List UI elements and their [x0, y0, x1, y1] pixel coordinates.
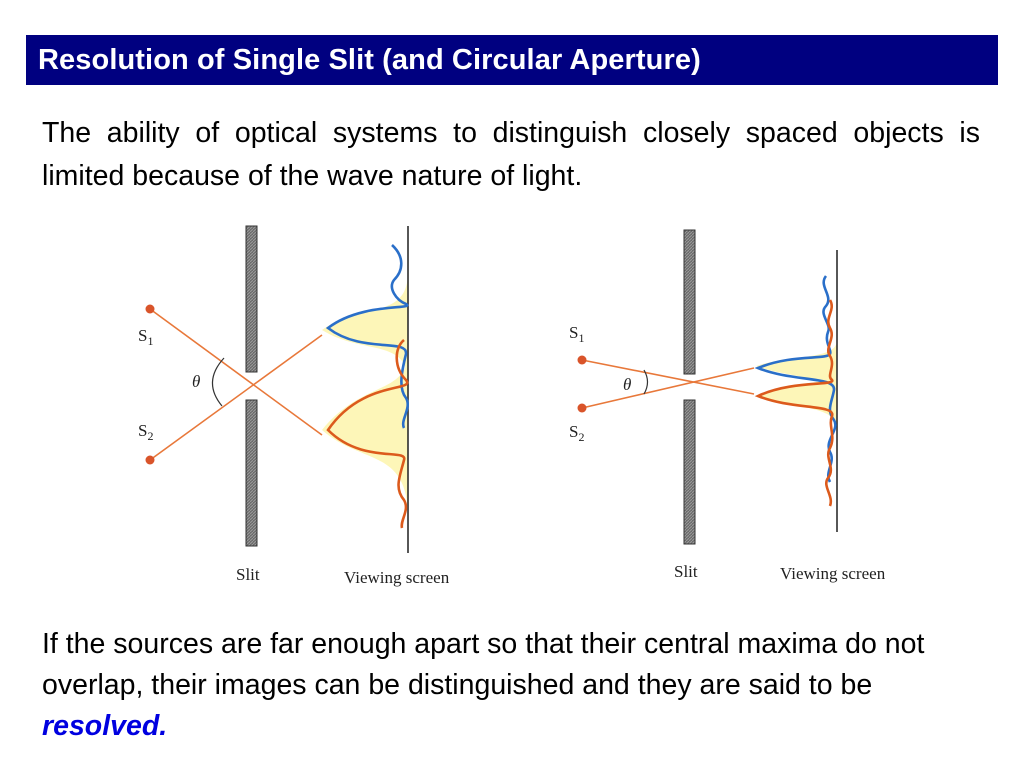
intro-paragraph: The ability of optical systems to distin… — [42, 117, 980, 192]
envelope-top — [756, 340, 837, 402]
source-s2-dot — [145, 455, 155, 465]
intensity-curve-blue — [325, 244, 409, 429]
conclusion-paragraph: If the sources are far enough apart so t… — [42, 624, 992, 747]
slide-title: Resolution of Single Slit (and Circular … — [38, 43, 701, 76]
envelope-top — [322, 272, 408, 382]
viewing-screen-label: Viewing screen — [780, 564, 886, 583]
ray-s2 — [149, 334, 323, 461]
title-bar: Resolution of Single Slit (and Circular … — [26, 35, 998, 85]
source-s1-label: S1 — [138, 326, 153, 348]
angle-theta-label: θ — [192, 372, 200, 391]
conclusion-text: If the sources are far enough apart so t… — [42, 628, 925, 701]
diagram-resolved-svg: S1 S2 θ Slit Viewing screen — [138, 225, 450, 587]
slit-barrier-bottom — [683, 399, 696, 545]
slit-barrier-top — [683, 229, 696, 375]
envelope-bottom — [322, 352, 408, 518]
angle-theta-label: θ — [623, 375, 631, 394]
diagram-unresolved-svg: S1 S2 θ Slit Viewing screen — [569, 229, 886, 583]
slit-label: Slit — [236, 565, 260, 584]
source-s2-label: S2 — [569, 422, 584, 444]
source-s1-label: S1 — [569, 323, 584, 345]
ray-s1 — [149, 308, 323, 436]
slit-barrier-top — [245, 225, 258, 373]
source-s1-dot — [577, 355, 587, 365]
slit-barrier-bottom — [245, 399, 258, 547]
diagram-unresolved: S1 S2 θ Slit Viewing screen — [560, 220, 920, 595]
angle-arc — [643, 369, 649, 395]
intensity-curve-orange — [754, 299, 834, 507]
slit-label: Slit — [674, 562, 698, 581]
source-s2-dot — [577, 403, 587, 413]
ray-s2 — [581, 367, 755, 409]
source-s2-label: S2 — [138, 421, 153, 443]
ray-s1 — [581, 359, 755, 395]
intensity-curve-orange — [326, 338, 409, 529]
angle-arc — [211, 357, 225, 407]
diagram-resolved: S1 S2 θ Slit Viewing screen — [130, 220, 490, 595]
source-s1-dot — [145, 304, 155, 314]
resolved-emphasis: resolved. — [42, 710, 168, 742]
intensity-curve-blue — [754, 275, 837, 483]
viewing-screen-label: Viewing screen — [344, 568, 450, 587]
